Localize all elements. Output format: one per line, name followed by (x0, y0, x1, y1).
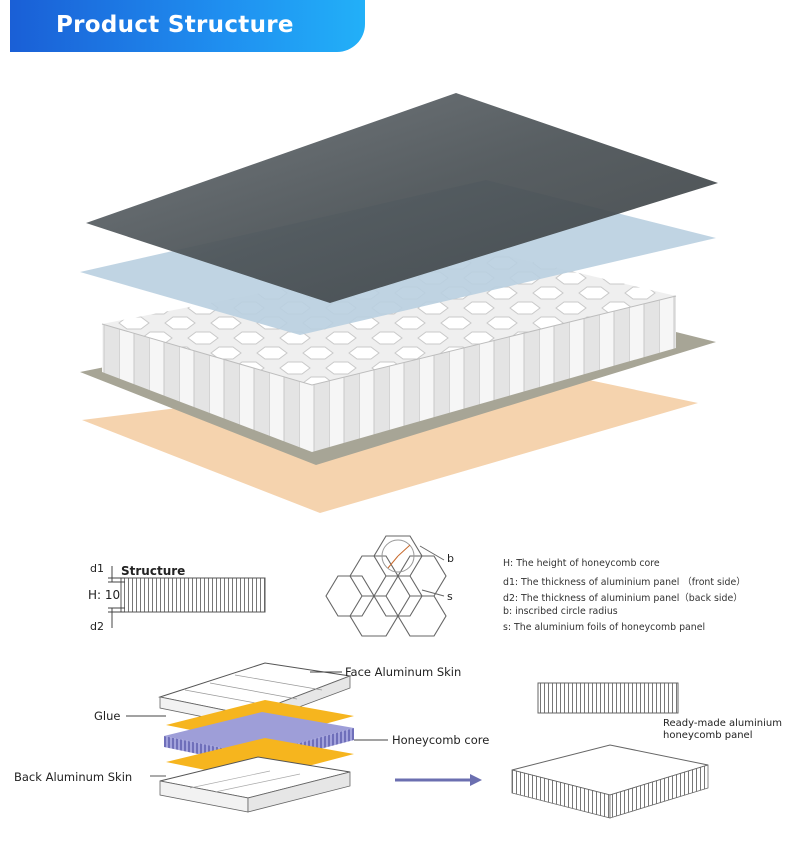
core-label: Honeycomb core (392, 733, 490, 747)
ready-made-label-line2: honeycomb panel (663, 730, 753, 741)
legend-item: d2: The thickness of aluminium panel（bac… (503, 593, 743, 604)
legend-item: H: The height of honeycomb core (503, 558, 660, 569)
ready-made-panel (511, 682, 709, 819)
d2-label: d2 (90, 620, 104, 633)
dark-top-panel (86, 93, 718, 303)
title-banner: Product Structure (10, 0, 365, 52)
structure-cross-section (108, 566, 266, 628)
legend-item: b: inscribed circle radius (503, 606, 618, 617)
legend-item: s: The aluminium foils of honeycomb pane… (503, 622, 706, 633)
honeycomb-core-block (101, 250, 677, 452)
glue-label: Glue (94, 709, 121, 723)
back-skin-label: Back Aluminum Skin (14, 770, 133, 784)
h-label: H: 10 (88, 588, 121, 602)
ready-made-label-line1: Ready-made aluminium (663, 718, 782, 729)
hexagon-grid-icon (325, 535, 447, 637)
page-title: Product Structure (56, 12, 294, 38)
legend-item: d1: The thickness of aluminium panel （fr… (503, 577, 746, 588)
face-skin-label: Face Aluminum Skin (345, 665, 462, 679)
radius-annotation (381, 539, 415, 573)
arrow-right-icon (395, 774, 482, 786)
b-label: b (447, 552, 454, 565)
assembly-exploded-view (158, 662, 354, 813)
structure-title: Structure (121, 564, 186, 578)
s-label: s (447, 590, 453, 603)
d1-label: d1 (90, 562, 104, 575)
